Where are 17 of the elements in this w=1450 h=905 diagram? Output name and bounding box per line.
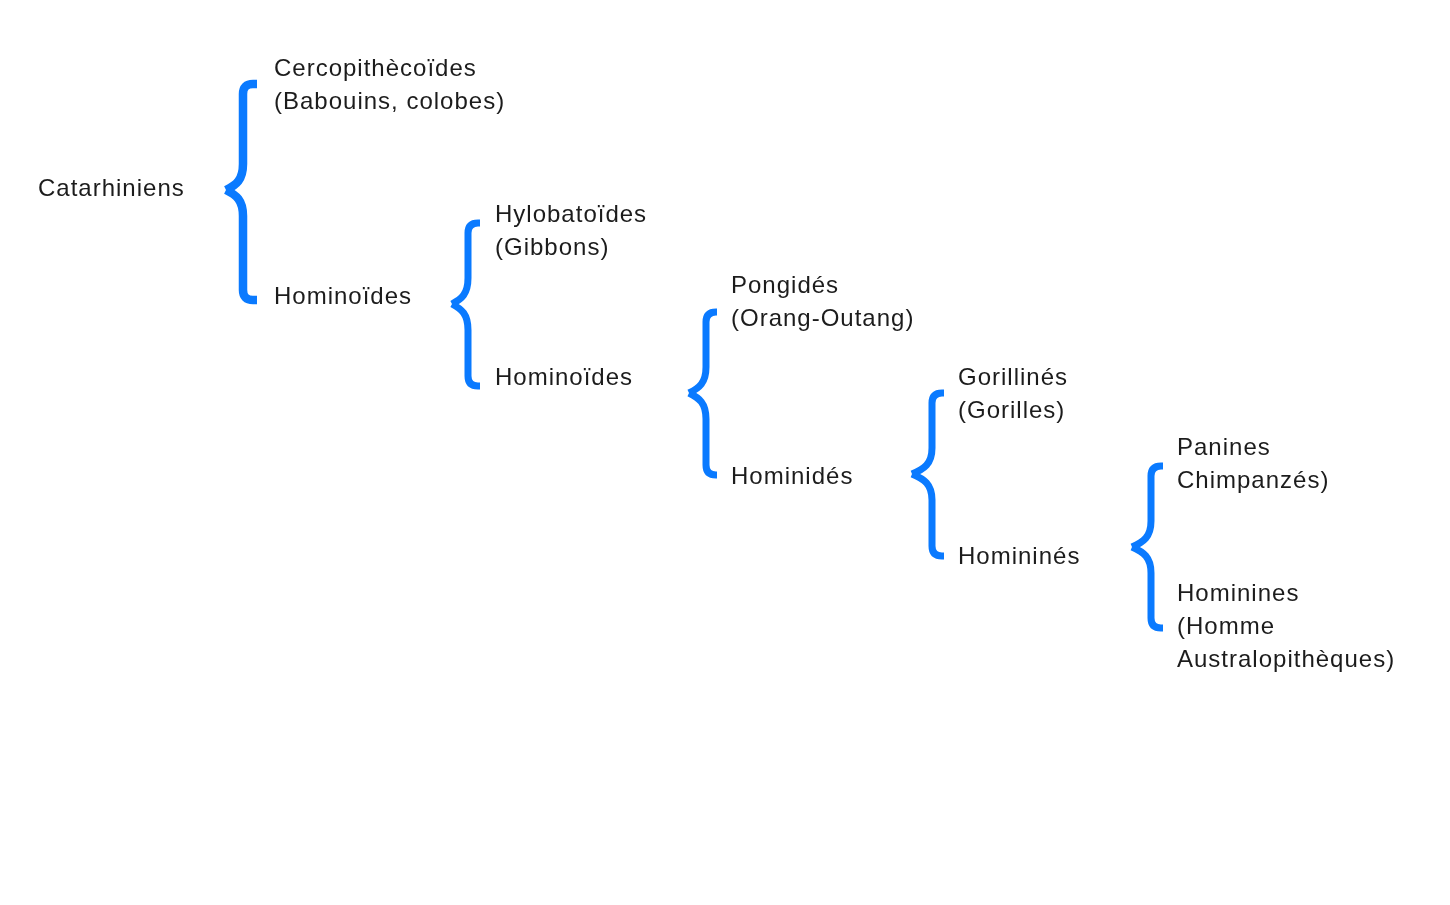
taxon-label: Catarhiniens (38, 170, 185, 204)
common-name-label: (Gibbons) (495, 231, 610, 262)
taxon-label: Cercopithècoïdes (274, 52, 477, 83)
common-name-label: (Gorilles) (958, 394, 1066, 425)
taxon-label: Pongidés (731, 269, 840, 300)
taxon-label: Hominidés (731, 458, 854, 492)
taxon-label: Homininés (958, 538, 1081, 572)
taxon-label: Gorillinés (958, 361, 1069, 392)
taxon-label: Panines (1177, 431, 1271, 462)
common-name-label: (Homme Australopithèques) (1177, 610, 1397, 674)
taxon-label: Hylobatoïdes (495, 198, 648, 229)
common-name-label: (Orang-Outang) (731, 302, 915, 333)
taxon-label: Hominoïdes (495, 359, 634, 393)
taxon-label: Hominoïdes (274, 278, 413, 312)
common-name-label: (Babouins, colobes) (274, 85, 506, 116)
common-name-label: Chimpanzés) (1177, 464, 1330, 495)
taxon-label: Hominines (1177, 577, 1300, 608)
